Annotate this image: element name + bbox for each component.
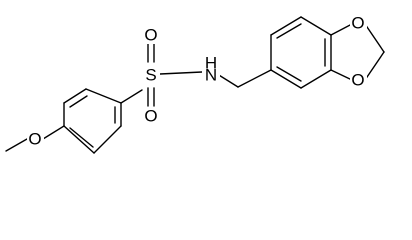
sulfonyl-bonds [147, 42, 155, 107]
methyl-bond [5, 138, 28, 152]
methoxyphenyl-ring [63, 88, 122, 154]
molecule-canvas: O S O O H N O O [5, 13, 385, 154]
molecule-structure: O S O O H N O O [5, 14, 385, 154]
sulfur-nitrogen-bond [159, 71, 203, 75]
dioxole-oxygen-bottom-label: O [351, 71, 364, 90]
sulfonyl-oxygen-bottom-label: O [144, 107, 157, 126]
sulfur-label: S [145, 66, 156, 85]
sulfonyl-oxygen-top-label: O [144, 26, 157, 45]
methoxy-o-ring-bond [42, 125, 65, 140]
methoxy-oxygen-label: O [28, 130, 41, 149]
dioxole-oxygen-top-label: O [351, 14, 364, 33]
benzodioxole-ring [270, 16, 385, 89]
ring-sulfur-bond [120, 89, 143, 104]
amide-hydrogen-label: H [205, 54, 217, 73]
methoxy-group [5, 125, 65, 152]
amide-nitrogen-label: N [205, 66, 217, 85]
atom-labels: O S O O H N O O [27, 14, 367, 149]
methylene-ring-bond [237, 69, 272, 88]
